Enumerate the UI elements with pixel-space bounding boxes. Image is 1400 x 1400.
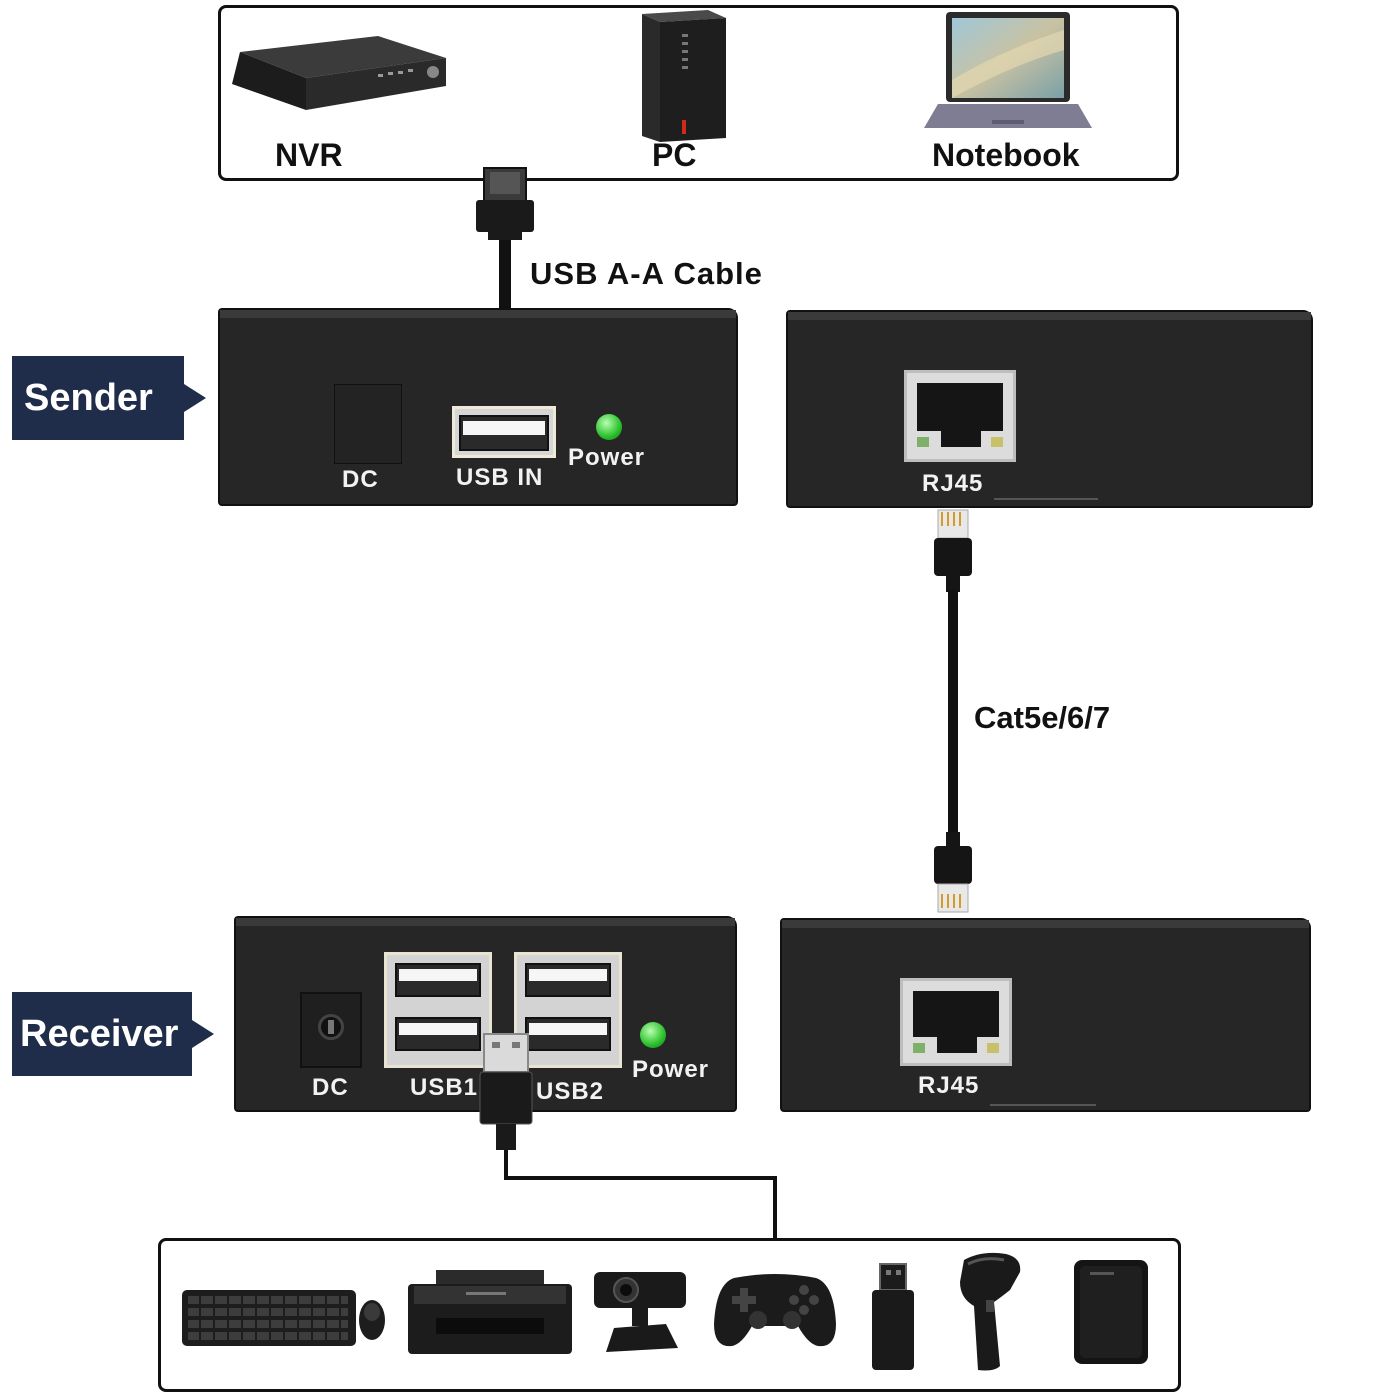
receiver-rj45-port [900, 978, 1012, 1066]
power-led [596, 414, 622, 440]
usb-in-port [452, 406, 556, 458]
sender-rj45-label: RJ45 [922, 470, 984, 497]
receiver-power-label: Power [632, 1056, 710, 1083]
receiver-tag: Receiver [12, 992, 214, 1076]
usb1-label: USB1 [410, 1074, 479, 1101]
usb2-label: USB2 [536, 1078, 605, 1105]
nvr-icon [232, 36, 446, 110]
external-drive-icon [1074, 1260, 1148, 1364]
sender-tag: Sender [12, 356, 206, 440]
receiver-dc-jack [300, 992, 362, 1068]
usb-cable-label: USB A-A Cable [530, 256, 763, 291]
power-label: Power [568, 444, 646, 471]
pc-tower-icon [642, 10, 726, 142]
sender-usb-unit: DC USB IN Power [218, 308, 738, 506]
dc-label: DC [342, 466, 379, 493]
device-label-notebook: Notebook [932, 137, 1080, 173]
laptop-icon [924, 12, 1092, 128]
receiver-power-led [640, 1022, 666, 1048]
sender-rj45-unit: RJ45 [786, 310, 1313, 508]
keyboard-mouse-icon [182, 1290, 385, 1346]
receiver-dc-label: DC [312, 1074, 349, 1101]
usb1-port-stack [384, 952, 492, 1068]
sender-tag-label: Sender [24, 376, 153, 419]
usb-in-label: USB IN [456, 464, 544, 491]
receiver-rj45-label: RJ45 [918, 1072, 980, 1099]
usb2-port-stack [514, 952, 622, 1068]
sender-rj45-port [904, 370, 1016, 462]
device-label-pc: PC [652, 137, 697, 173]
usb-plug-receiver [479, 1033, 533, 1150]
receiver-rj45-unit: RJ45 [780, 918, 1311, 1112]
peripheral-connector-line [504, 1150, 777, 1238]
printer-icon [408, 1270, 572, 1354]
gamepad-icon [714, 1274, 836, 1347]
receiver-tag-label: Receiver [20, 1012, 179, 1055]
webcam-icon [594, 1272, 686, 1352]
usb-drive-icon [872, 1263, 914, 1370]
cat-cable [934, 509, 972, 913]
dc-jack [334, 384, 402, 464]
device-label-nvr: NVR [275, 137, 343, 173]
cat-cable-label: Cat5e/6/7 [974, 700, 1111, 735]
barcode-scanner-icon [960, 1252, 1021, 1371]
